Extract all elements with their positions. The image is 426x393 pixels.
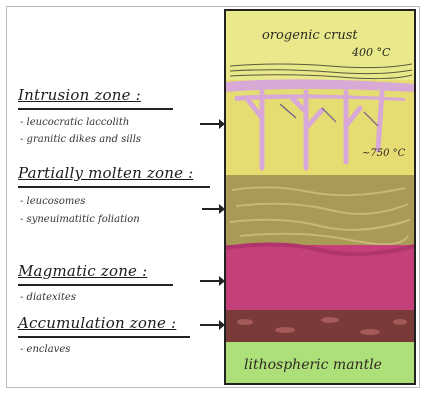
magmatic-zone-layer (225, 245, 415, 310)
zone-item: - enclaves (20, 344, 70, 355)
accumulation-zone-layer (225, 310, 415, 342)
orogenic-crust-label: orogenic crust (262, 28, 358, 43)
arrow-right-icon (200, 123, 222, 125)
arrow-right-icon (200, 280, 222, 282)
crust-temperature-label: 400 °C (352, 46, 390, 59)
arrow-right-icon (200, 324, 222, 326)
lithospheric-mantle-label: lithospheric mantle (244, 357, 382, 373)
zone-title: Magmatic zone : (18, 262, 147, 280)
zone-item: - leucosomes (20, 196, 85, 207)
zone-item: - syneuimatitic foliation (20, 214, 140, 225)
zone-item: - granitic dikes and sills (20, 134, 141, 145)
zone-underline (18, 284, 173, 286)
zone-underline (18, 336, 190, 338)
zone-title: Partially molten zone : (18, 164, 193, 182)
dike-temperature-label: ~750 °C (362, 148, 405, 159)
zone-underline (18, 108, 173, 110)
zone-title: Accumulation zone : (18, 314, 176, 332)
zone-item: - leucocratic laccolith (20, 117, 129, 128)
intrusion-zone-layer (225, 80, 415, 175)
arrow-right-icon (202, 208, 222, 210)
zone-underline (18, 186, 210, 188)
zone-item: - diatexites (20, 292, 76, 303)
zone-title: Intrusion zone : (18, 86, 141, 104)
